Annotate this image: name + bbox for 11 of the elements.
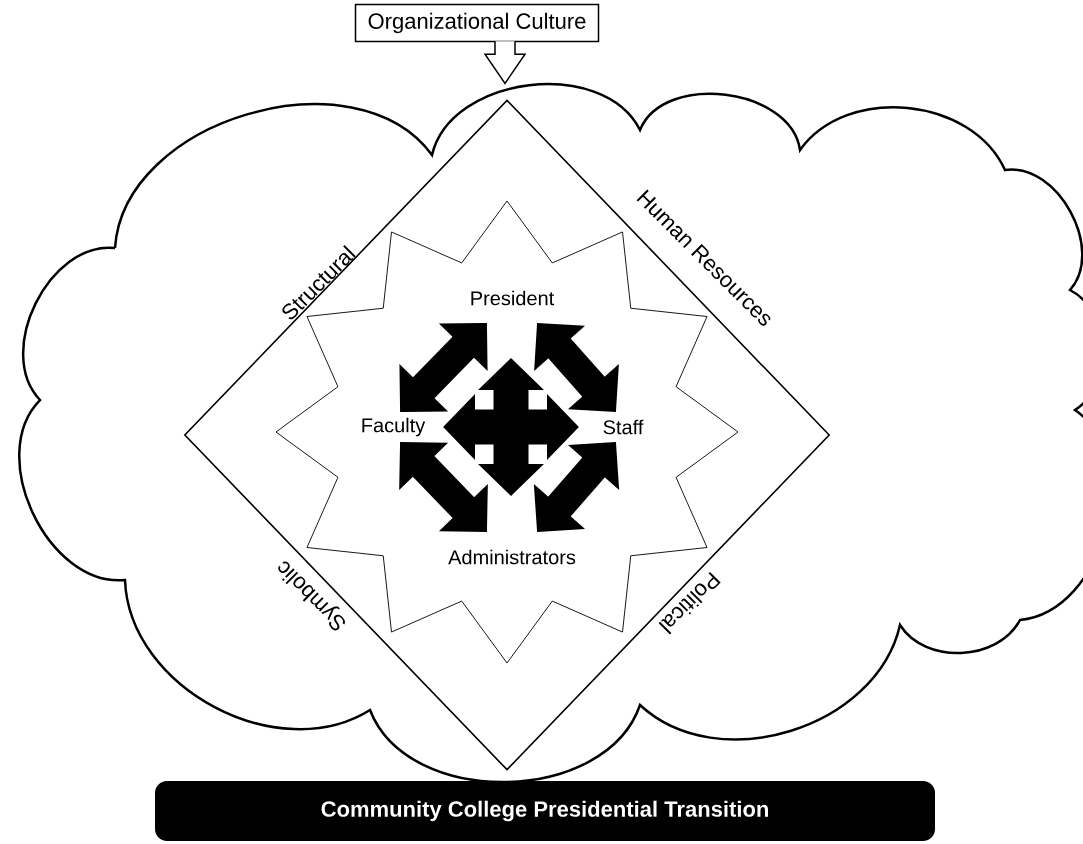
role-label: Administrators [448, 549, 576, 565]
double-arrow [399, 323, 488, 412]
role-label: President [471, 290, 555, 306]
callout-pointer [483, 40, 527, 85]
callout-box: Organizational Culture [354, 3, 600, 43]
double-arrow [534, 323, 619, 412]
double-arrow [399, 442, 488, 532]
cloud-shape [18, 82, 1083, 784]
role-label: Faculty [362, 417, 426, 437]
title-banner: Community College Presidential Transition [155, 781, 935, 841]
role-label: Staff [603, 419, 644, 435]
